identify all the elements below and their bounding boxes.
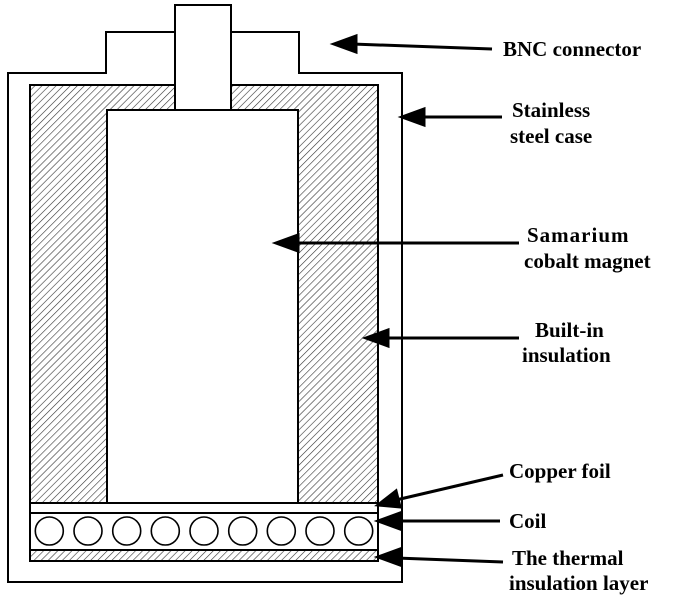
coil-turn — [227, 516, 258, 546]
arrow-coil — [373, 510, 500, 532]
label-stainless-line2: steel case — [510, 124, 592, 148]
coil-turn — [111, 516, 142, 546]
arrow-bnc-connector — [329, 33, 493, 55]
samarium-cobalt-magnet — [106, 109, 299, 504]
arrow-copper-foil — [374, 473, 504, 509]
label-samarium-line1: Samarium — [527, 223, 630, 247]
label-samarium-line2: cobalt magnet — [524, 249, 651, 273]
coil-turn — [266, 516, 297, 546]
label-builtin-line1: Built-in — [535, 318, 604, 342]
label-thermal-line1: The thermal — [512, 546, 624, 570]
thermal-insulation-layer — [29, 549, 379, 562]
coil-turn — [305, 516, 335, 546]
label-bnc-connector: BNC connector — [503, 37, 641, 61]
label-thermal-line2: insulation layer — [509, 571, 648, 595]
arrow-built-in-insulation — [361, 327, 519, 349]
coil-turn — [189, 516, 219, 546]
arrow-thermal-insulation-layer — [373, 546, 504, 568]
coil-turns — [34, 516, 374, 546]
arrows — [271, 33, 519, 568]
arrow-stainless-steel-case — [397, 106, 502, 128]
label-builtin-line2: insulation — [522, 343, 611, 367]
arrow-samarium-cobalt-magnet — [271, 232, 519, 254]
bnc-connector — [174, 4, 232, 111]
coil-turn — [73, 516, 103, 546]
coil-turn — [150, 516, 181, 546]
label-coil: Coil — [509, 509, 547, 533]
copper-foil — [29, 502, 379, 514]
label-copper-foil: Copper foil — [509, 459, 611, 483]
label-stainless-line1: Stainless — [512, 98, 590, 122]
coil-turn — [34, 516, 65, 546]
coil-turn — [343, 516, 374, 546]
